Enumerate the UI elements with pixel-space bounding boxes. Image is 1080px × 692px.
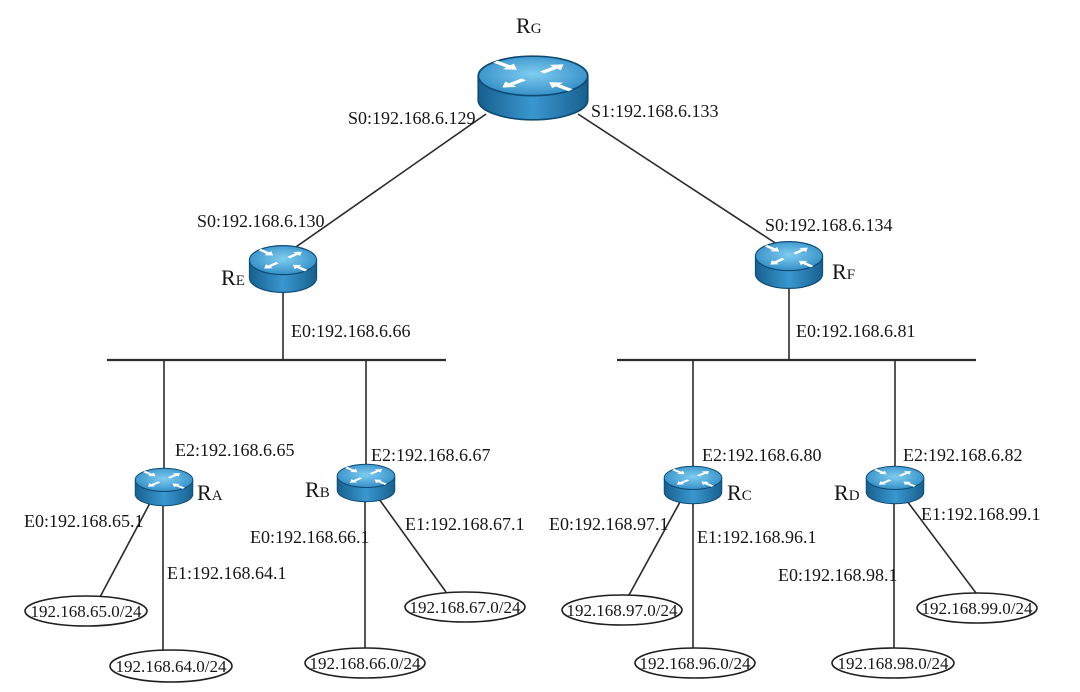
router-re: RE (221, 245, 318, 293)
network-192-168-64: 192.168.64.0/24 (109, 649, 233, 683)
network-192-168-65: 192.168.65.0/24 (24, 595, 148, 627)
interface-label-rd-e1: E1:192.168.99.1 (921, 504, 1041, 524)
network-192-168-98: 192.168.98.0/24 (831, 647, 955, 679)
router-label-sub: B (320, 485, 330, 501)
link-rb-net67 (378, 498, 447, 593)
network-ellipse (109, 649, 233, 683)
interface-labels: S0:192.168.6.129 S1:192.168.6.133 S0:192… (24, 101, 1041, 585)
interface-label-ra-e0: E0:192.168.65.1 (24, 511, 144, 531)
network-ellipse (24, 595, 148, 627)
router-icon (865, 465, 925, 505)
router-label-letter: R (305, 477, 320, 502)
link-rg-rf (577, 113, 790, 253)
network-ellipse (404, 591, 526, 623)
interface-label-rc-e2: E2:192.168.6.80 (702, 445, 822, 465)
network-label: 192.168.66.0/24 (310, 654, 421, 673)
router-rb: RB (305, 463, 396, 503)
router-rd: RD (834, 465, 925, 505)
network-192-168-67: 192.168.67.0/24 (404, 591, 526, 623)
links (99, 113, 977, 650)
router-rf: RF (754, 241, 855, 289)
router-icon (134, 467, 194, 507)
interface-label-ra-e1: E1:192.168.64.1 (167, 563, 287, 583)
router-rg: RG (477, 13, 589, 121)
networks: 192.168.65.0/24 192.168.64.0/24 192.168.… (24, 591, 1038, 683)
router-rc: RC (663, 465, 752, 505)
network-label: 192.168.98.0/24 (838, 654, 949, 673)
interface-label-re-s0: S0:192.168.6.130 (197, 211, 325, 231)
network-ellipse (304, 647, 426, 679)
router-rb-label: RB (305, 477, 330, 502)
router-label-letter: R (197, 480, 212, 505)
interface-label-rc-e1: E1:192.168.96.1 (697, 527, 817, 547)
interface-label-ra-e2: E2:192.168.6.65 (175, 440, 295, 460)
interface-label-rc-e0: E0:192.168.97.1 (549, 514, 669, 534)
network-label: 192.168.96.0/24 (640, 654, 751, 673)
interface-label-rd-e2: E2:192.168.6.82 (903, 445, 1023, 465)
interface-label-rg-s1: S1:192.168.6.133 (591, 101, 719, 121)
network-ellipse (634, 647, 756, 679)
router-label-sub: F (847, 267, 855, 283)
router-label-letter: R (516, 13, 531, 38)
network-label: 192.168.64.0/24 (116, 657, 227, 676)
router-label-sub: D (849, 488, 860, 504)
router-rf-label: RF (832, 259, 855, 284)
router-icon (336, 463, 396, 503)
router-ra: RA (134, 467, 223, 507)
router-label-letter: R (221, 265, 236, 290)
router-label-sub: G (531, 21, 542, 37)
link-rd-net99 (906, 500, 977, 594)
router-icon (248, 245, 318, 293)
router-label-letter: R (834, 480, 849, 505)
router-re-label: RE (221, 265, 245, 290)
router-icon (477, 55, 589, 121)
link-ra-net65 (99, 502, 151, 598)
router-rd-label: RD (834, 480, 860, 505)
link-rc-net97 (628, 501, 681, 596)
network-192-168-96: 192.168.96.0/24 (634, 647, 756, 679)
router-label-letter: R (832, 259, 847, 284)
interface-label-rf-s0: S0:192.168.6.134 (765, 215, 893, 235)
interface-label-rb-e0: E0:192.168.66.1 (250, 527, 370, 547)
interface-label-rg-s0: S0:192.168.6.129 (348, 108, 476, 128)
interface-label-rb-e1: E1:192.168.67.1 (405, 514, 525, 534)
link-rg-re (282, 113, 487, 257)
network-label: 192.168.67.0/24 (410, 598, 521, 617)
router-label-sub: E (236, 273, 245, 289)
router-rc-label: RC (727, 480, 752, 505)
router-label-letter: R (727, 480, 742, 505)
network-ellipse (831, 647, 955, 679)
router-icon (663, 465, 723, 505)
network-192-168-99: 192.168.99.0/24 (916, 592, 1038, 624)
interface-label-rb-e2: E2:192.168.6.67 (371, 445, 491, 465)
router-icon (754, 241, 824, 289)
network-ellipse (561, 594, 683, 626)
network-label: 192.168.97.0/24 (567, 601, 678, 620)
network-ellipse (916, 592, 1038, 624)
network-label: 192.168.65.0/24 (31, 602, 142, 621)
network-192-168-66: 192.168.66.0/24 (304, 647, 426, 679)
router-ra-label: RA (197, 480, 223, 505)
interface-label-rf-e0: E0:192.168.6.81 (796, 321, 916, 341)
router-label-sub: A (212, 488, 223, 504)
interface-label-rd-e0: E0:192.168.98.1 (778, 565, 898, 585)
router-rg-label: RG (516, 13, 542, 38)
network-192-168-97: 192.168.97.0/24 (561, 594, 683, 626)
router-label-sub: C (742, 488, 752, 504)
interface-label-re-e0: E0:192.168.6.66 (291, 321, 411, 341)
network-label: 192.168.99.0/24 (922, 599, 1033, 618)
